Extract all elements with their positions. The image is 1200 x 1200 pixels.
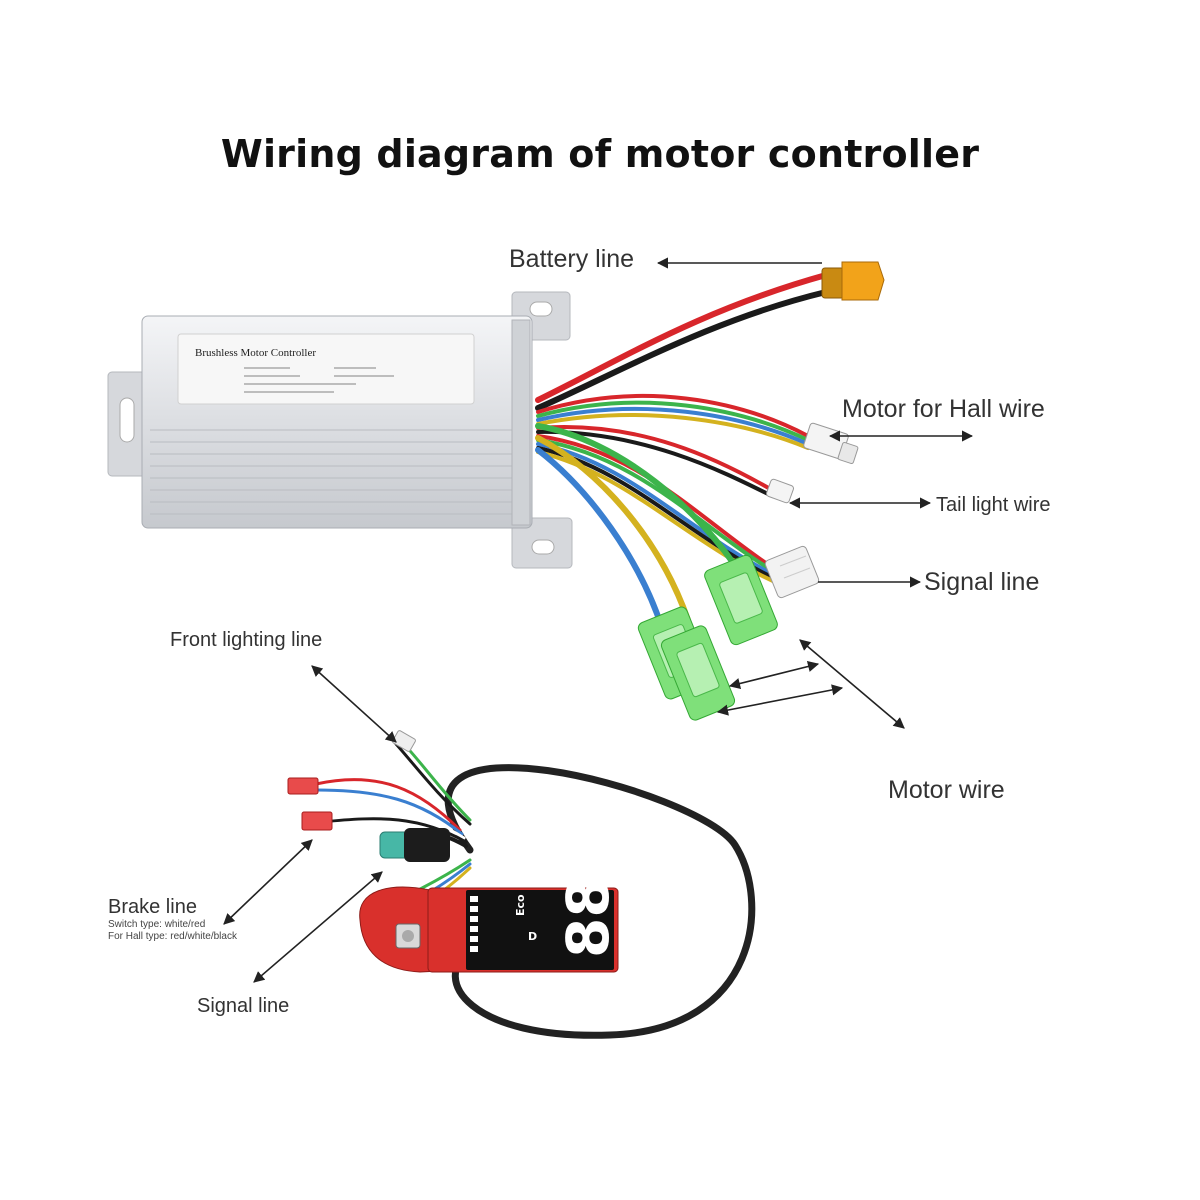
diagram-title: Wiring diagram of motor controller: [220, 132, 980, 176]
brake-line-label: Brake line: [108, 896, 197, 918]
brake-arrow: [223, 839, 313, 925]
motor-wire-label: Motor wire: [888, 776, 1005, 804]
battery-line-label: Battery line: [509, 245, 635, 273]
hall-connector: [803, 422, 859, 465]
brake-line-sub2: For Hall type: red/white/black: [108, 931, 237, 942]
tail-light-label: Tail light wire: [936, 494, 1051, 516]
controller-mount-tabs: [107, 291, 573, 569]
signal-connector: [764, 545, 820, 599]
motor-arrow-2: [716, 684, 844, 716]
display-plug: [379, 828, 450, 862]
signal-arrow-bottom: [253, 871, 383, 983]
display-mode: Eco: [514, 894, 527, 916]
front-light-arrow: [311, 665, 397, 743]
signal-line-top-label: Signal line: [924, 568, 1040, 596]
signal-line-bottom-label: Signal line: [197, 995, 290, 1017]
hall-wire-label: Motor for Hall wire: [842, 395, 1045, 423]
front-lighting-label: Front lighting line: [170, 629, 323, 651]
controller-plate-fineprint: [244, 367, 394, 393]
display-gear: D: [528, 930, 537, 943]
tail-light-connector: [765, 478, 795, 504]
motor-arrow-3: [799, 639, 905, 729]
dashboard-display: Eco D 88: [359, 877, 622, 973]
callout-arrows-bottom: [223, 665, 397, 983]
brake-line-sub1: Switch type: white/red: [108, 919, 206, 930]
motor-arrow-1: [728, 661, 820, 689]
motor-phase-connectors: [637, 554, 778, 721]
callout-arrows-top: [656, 257, 974, 729]
controller-wire-harness: [535, 272, 829, 631]
display-readout: 88: [554, 877, 622, 958]
controller-plate-title: Brushless Motor Controller: [195, 347, 316, 359]
brake-connectors: [287, 777, 333, 831]
battery-connector: [821, 261, 885, 301]
motor-controller-box: Brushless Motor Controller: [141, 315, 533, 529]
